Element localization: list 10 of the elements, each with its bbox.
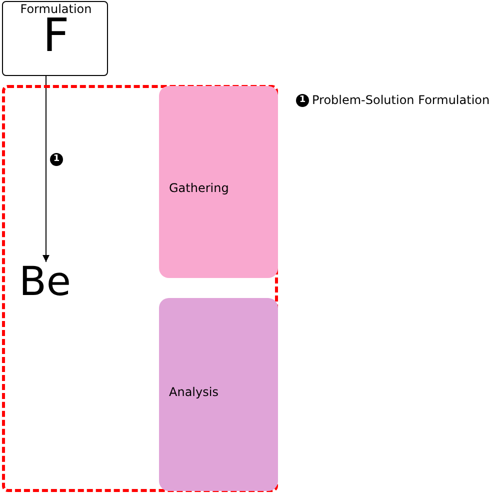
node-text: Analysis xyxy=(169,386,218,400)
formulation-box xyxy=(2,1,108,76)
analysis-box xyxy=(159,298,278,491)
note-text: Problem-Solution Formulation xyxy=(312,93,489,107)
gathering-box xyxy=(159,86,278,278)
node-text: Be xyxy=(18,260,72,304)
number-badge: 1 xyxy=(50,153,63,166)
dashed-container xyxy=(2,85,278,492)
number-badge: 1 xyxy=(296,94,309,107)
node-text: Gathering xyxy=(169,182,229,196)
